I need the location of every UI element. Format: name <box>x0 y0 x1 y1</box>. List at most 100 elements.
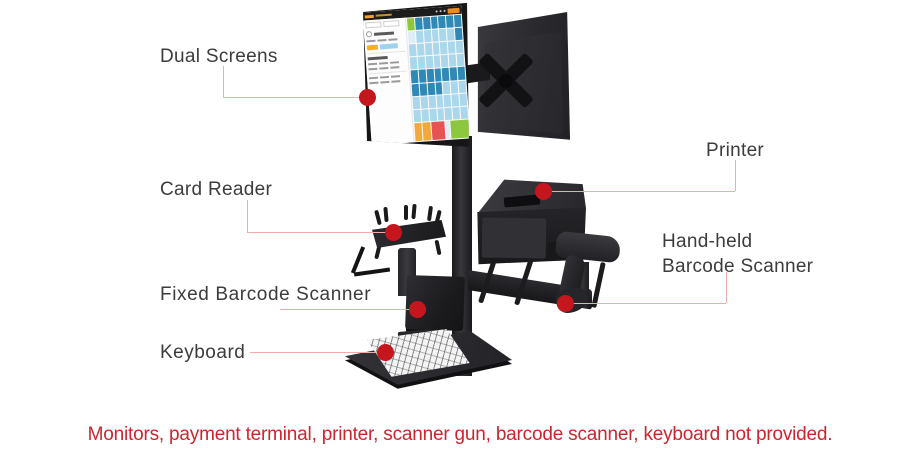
pos-grid-cell <box>413 109 422 123</box>
pos-action-cell <box>422 122 432 141</box>
mount-claw <box>383 206 389 223</box>
pos-topbar-text <box>375 13 392 17</box>
label-fixed-barcode-scanner: Fixed Barcode Scanner <box>160 284 372 305</box>
pos-grid-cell <box>421 109 429 122</box>
pos-grid-cell <box>438 15 447 29</box>
pos-topbar-button <box>447 7 460 14</box>
pos-grid-cell <box>407 31 416 44</box>
front-monitor <box>363 2 469 147</box>
leader-line-printer <box>735 160 736 191</box>
pos-logo <box>364 14 374 18</box>
rear-monitor <box>477 11 571 140</box>
pos-grid-cell <box>416 43 425 57</box>
leader-line-handheld-scanner <box>726 272 727 303</box>
pos-grid-cell <box>444 107 453 120</box>
pos-action-cell <box>431 121 446 141</box>
callout-dot-card-reader <box>385 224 402 241</box>
pos-grid-cell <box>410 70 419 83</box>
pos-grid-cell <box>411 83 420 96</box>
leader-line-printer <box>543 191 735 192</box>
pos-grid-cell <box>430 16 439 29</box>
leader-line-dual-screens <box>223 97 368 98</box>
pos-grid-cell <box>428 95 436 108</box>
vesa-bracket <box>473 48 539 114</box>
pos-grid-cell <box>415 30 424 44</box>
leader-line-card-reader <box>247 200 248 232</box>
callout-dot-dual-screens <box>359 89 376 106</box>
pos-grid-cell <box>459 93 468 106</box>
card-reader-hook <box>353 267 391 277</box>
leader-line-dual-screens <box>223 66 224 97</box>
pos-grid-cell <box>454 27 463 41</box>
pos-grid-cell <box>450 80 459 94</box>
callout-dot-handheld-scanner <box>557 295 574 312</box>
disclaimer-text: Monitors, payment terminal, printer, sca… <box>87 424 833 445</box>
leader-line-keyboard <box>250 352 386 353</box>
pos-grid-cell <box>429 108 437 122</box>
pos-grid-cell <box>451 93 460 107</box>
pos-left-button-blue <box>379 43 399 50</box>
leader-line-handheld-scanner <box>565 303 726 304</box>
pos-grid-cell <box>436 94 444 108</box>
pos-grid-cell <box>447 28 455 41</box>
pos-grid-cell <box>458 80 467 93</box>
pos-grid-cell <box>460 106 469 119</box>
pos-grid-cell <box>431 29 440 43</box>
mount-claw <box>426 205 434 222</box>
printer-door <box>481 217 547 259</box>
pos-grid-cell <box>441 55 449 68</box>
keyboard-tray <box>334 324 516 389</box>
leader-line-card-reader <box>247 232 394 233</box>
label-handheld-line2: Barcode Scanner <box>662 256 814 278</box>
scanner-gun-head <box>554 230 622 264</box>
pos-customer-row <box>373 30 395 36</box>
mount-claw <box>374 209 382 226</box>
pos-grid-cell <box>422 16 431 30</box>
pos-left-button-yellow <box>366 44 379 51</box>
pos-button-grid <box>406 14 469 143</box>
pos-grid-cell <box>425 56 434 69</box>
pos-action-cell <box>414 122 424 142</box>
pos-grid-cell <box>423 30 432 43</box>
card-reader-hook <box>350 246 366 274</box>
pos-grid-cell <box>449 67 458 81</box>
pos-grid-cell <box>427 82 435 95</box>
pos-grid-cell <box>433 55 441 69</box>
pos-grid-cell <box>417 56 426 70</box>
pos-grid-cell <box>442 68 450 81</box>
pos-grid-cell <box>442 81 451 94</box>
pos-grid-cell <box>408 44 417 57</box>
mount-claw <box>404 205 408 220</box>
mount-claw <box>411 203 417 220</box>
pos-grid-cell <box>424 43 433 56</box>
pos-grid-cell <box>446 15 454 28</box>
pos-grid-cell <box>419 82 428 96</box>
pos-grid-cell <box>414 17 423 31</box>
callout-dot-fixed-scanner <box>409 301 426 318</box>
pos-grid-cell <box>455 40 464 54</box>
label-handheld-barcode-scanner: Hand-held Barcode Scanner <box>662 229 813 279</box>
pos-grid-cell <box>448 54 457 68</box>
label-handheld-line1: Hand-held <box>662 231 753 252</box>
pos-grid-cell <box>436 107 445 121</box>
pos-topbar-icon <box>443 9 446 12</box>
pos-grid-cell <box>439 28 447 42</box>
pos-grid-cell <box>457 67 466 80</box>
leader-line-fixed-scanner <box>280 309 418 310</box>
pos-grid-cell <box>443 94 452 107</box>
pos-grid-cell <box>418 69 427 83</box>
pos-grid-cell <box>426 69 435 82</box>
pos-grid-cell <box>435 81 443 95</box>
label-printer: Printer <box>706 140 765 161</box>
pos-topbar-icon <box>439 10 442 13</box>
pos-grid-cell <box>440 42 448 55</box>
pos-screen <box>363 5 469 146</box>
callout-dot-printer <box>535 183 552 200</box>
pos-grid-cell <box>456 53 465 67</box>
pos-grid-cell <box>448 41 456 55</box>
label-dual-screens: Dual Screens <box>160 46 278 67</box>
pos-grid-cell <box>432 42 441 56</box>
handheld-barcode-scanner <box>548 230 624 317</box>
pos-grid-cell <box>409 57 418 70</box>
